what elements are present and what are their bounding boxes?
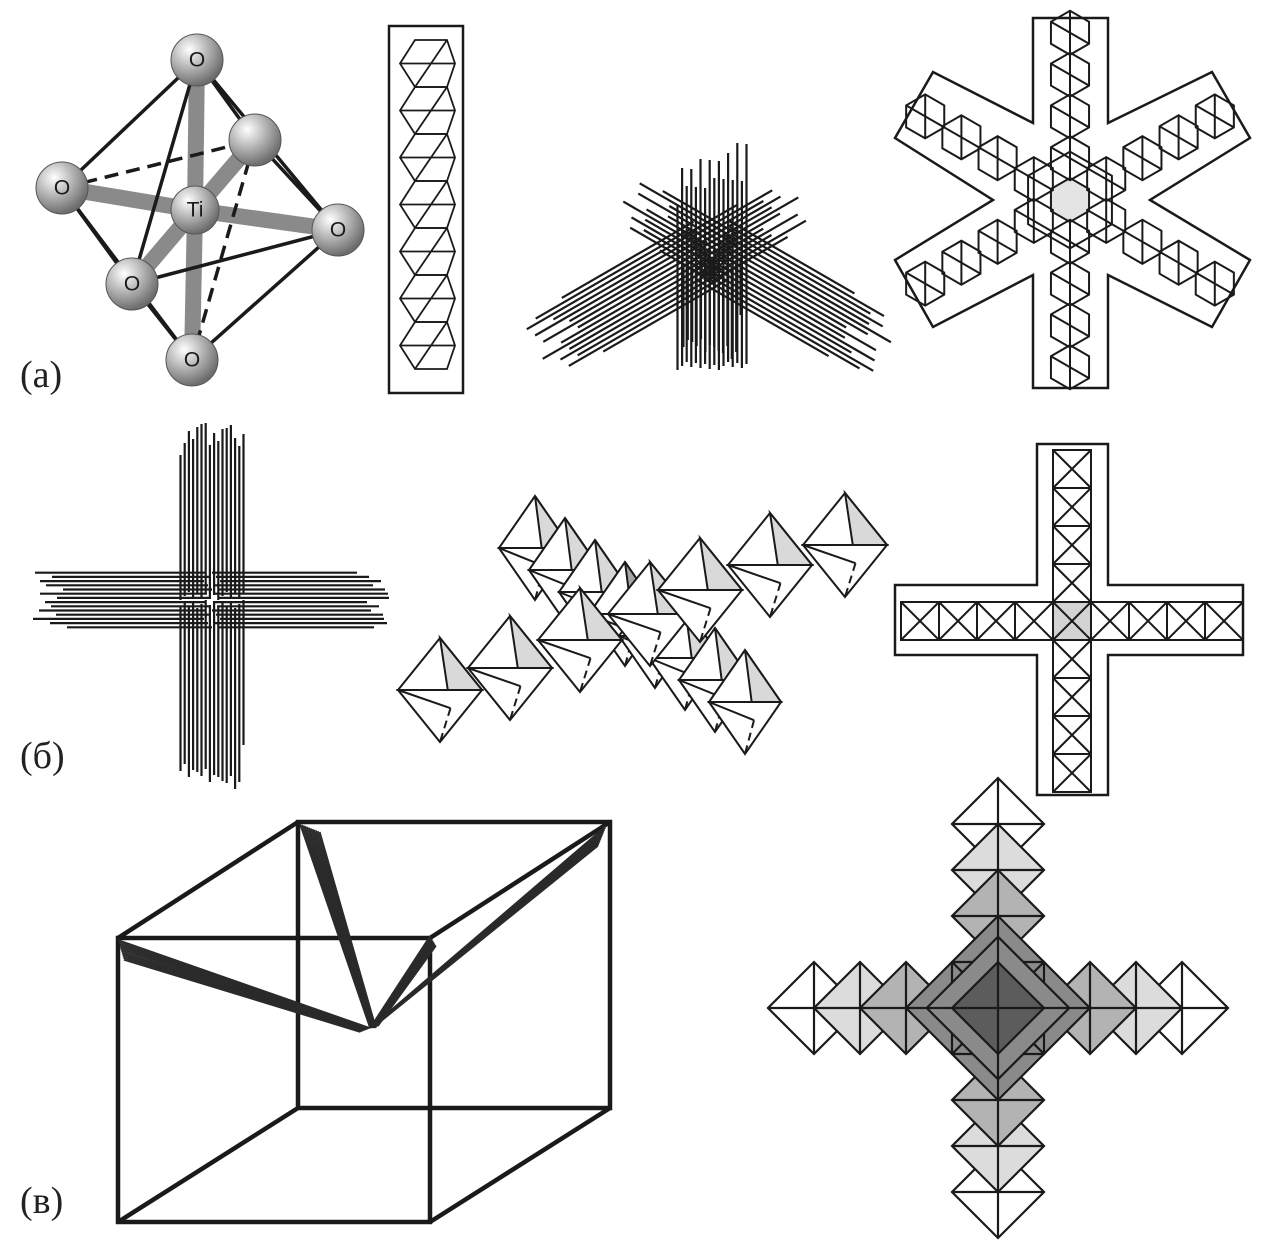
- rod: [696, 279, 830, 358]
- oxygen-atom: O: [311, 203, 365, 257]
- shaded-octahedron: [655, 534, 745, 644]
- rod: [639, 182, 738, 241]
- svg-text:O: O: [184, 349, 200, 372]
- rod: [559, 267, 720, 361]
- rod: [717, 241, 892, 344]
- star-core: [1027, 150, 1113, 250]
- tio6-octahedron: O O Ti O O O: [35, 33, 365, 387]
- rod: [602, 278, 730, 353]
- shaded-octahedron: [535, 584, 625, 694]
- oxygen-atom: O: [165, 333, 219, 387]
- rod: [560, 256, 710, 344]
- chain-frame: [387, 24, 465, 395]
- rod: [724, 240, 870, 325]
- rod: [702, 234, 773, 276]
- star-center-octahedron: [1049, 176, 1091, 224]
- rod: [708, 269, 852, 354]
- oxygen-atom: O: [105, 257, 159, 311]
- rod: [729, 226, 885, 318]
- rod: [637, 192, 732, 249]
- cube-frame: [115, 819, 613, 1225]
- rod: [662, 190, 737, 235]
- svg-text:O: O: [124, 273, 140, 296]
- rod: [698, 227, 764, 267]
- rod: [535, 227, 693, 320]
- rod: [526, 229, 698, 331]
- shaded-octahedron: [707, 648, 783, 756]
- plus-outline: [893, 442, 1245, 797]
- rod: [728, 219, 855, 295]
- shaded-octahedron: [395, 634, 485, 744]
- rod: [643, 229, 715, 272]
- svg-text:O: O: [330, 219, 346, 242]
- rod: [707, 263, 876, 362]
- graded-octahedron: [950, 960, 1046, 1056]
- cube-rod-bundles: [117, 823, 607, 1033]
- three-fold-rod-bundle: [526, 143, 892, 372]
- rod: [692, 200, 764, 243]
- shaded-octahedron: [800, 489, 890, 599]
- rod: [708, 219, 807, 278]
- panel-label-c: (в): [20, 1180, 64, 1222]
- rod: [377, 945, 437, 1027]
- rod: [645, 208, 726, 256]
- rod: [706, 257, 846, 339]
- crossing-octahedra-chains: [395, 489, 890, 756]
- shaded-octahedron: [725, 509, 815, 619]
- rod: [568, 265, 714, 350]
- rod: [713, 255, 877, 352]
- rod: [622, 200, 727, 263]
- oxygen-atom: O: [35, 161, 89, 215]
- plus-cell: [1052, 753, 1092, 793]
- panel-label-b: (б): [20, 735, 65, 777]
- rod: [542, 258, 716, 360]
- plus-framework: [893, 442, 1245, 797]
- svg-text:Ti: Ti: [187, 199, 204, 222]
- rod: [644, 218, 721, 264]
- star-outline: [893, 16, 1252, 390]
- rod: [703, 277, 861, 370]
- oxygen-atom: O: [170, 33, 224, 87]
- rod: [379, 845, 599, 1023]
- octahedra-chain: [398, 39, 456, 370]
- rod: [668, 205, 739, 247]
- rod: [696, 206, 773, 252]
- rod: [714, 235, 789, 280]
- plus-cell: [1204, 601, 1244, 641]
- rod: [542, 247, 706, 343]
- rod: [704, 213, 799, 269]
- rod: [577, 273, 718, 357]
- rod: [659, 249, 717, 284]
- rod: [667, 215, 733, 255]
- oxygen-atom: [228, 113, 282, 167]
- rod: [123, 959, 361, 1033]
- rod: [534, 238, 702, 337]
- rod: [723, 233, 884, 328]
- rod: [700, 212, 781, 261]
- rod: [630, 216, 722, 270]
- plus-cells: [900, 449, 1244, 793]
- rod: [568, 240, 708, 323]
- rod: [730, 232, 871, 315]
- panel-label-a: (а): [20, 354, 63, 396]
- rod: [568, 275, 724, 367]
- titanium-atom: Ti: [170, 185, 220, 235]
- svg-text:O: O: [189, 49, 205, 72]
- rod: [629, 226, 716, 278]
- rod: [319, 831, 377, 1029]
- rod: [702, 271, 874, 372]
- svg-text:O: O: [54, 177, 70, 200]
- octahedra-chain-box: [387, 24, 465, 395]
- graded-octahedra-plus: [766, 776, 1230, 1240]
- rod: [712, 249, 847, 329]
- shaded-octahedron: [465, 612, 555, 722]
- rod: [680, 203, 739, 239]
- rod: [577, 249, 712, 329]
- four-fold-rod-cross: [33, 423, 389, 789]
- six-armed-star: [893, 9, 1252, 391]
- cube-with-rods: [115, 819, 613, 1225]
- star-octahedra: [905, 9, 1235, 391]
